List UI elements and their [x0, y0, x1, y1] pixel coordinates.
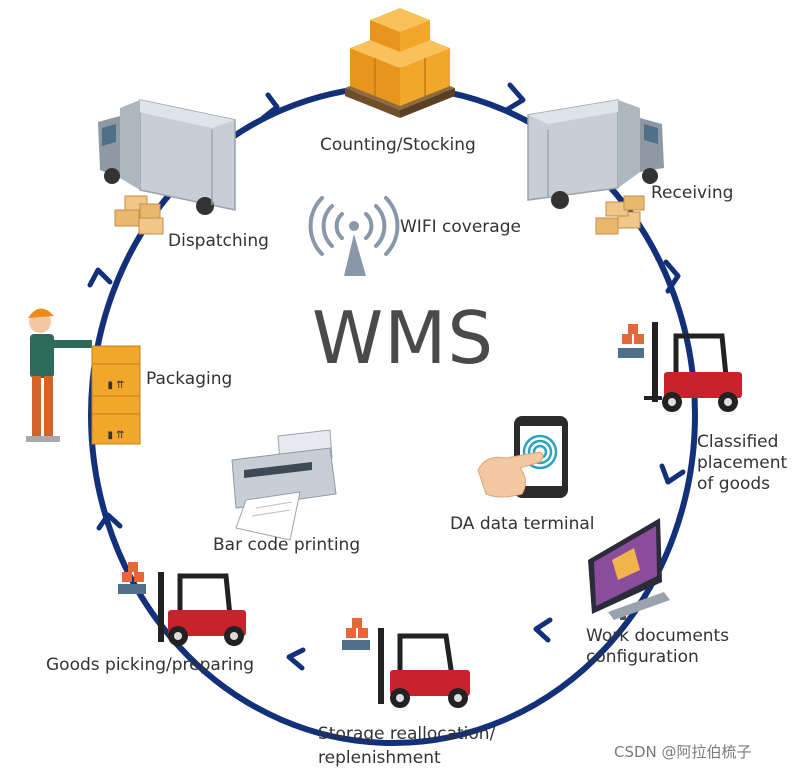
- arrow-icon: [659, 463, 686, 485]
- arrow-icon: [286, 647, 306, 671]
- label-packaging: Packaging: [146, 369, 233, 389]
- arrow-icon: [87, 267, 113, 288]
- truck-icon: [527, 99, 664, 209]
- arrow-icon: [533, 617, 553, 643]
- label-classified-line1: Classified: [697, 432, 779, 452]
- package-box-icon: ▮ ⇈ ▮ ⇈: [91, 345, 141, 445]
- wifi-tower-icon: [308, 196, 400, 276]
- label-dispatching: Dispatching: [168, 231, 269, 251]
- label-work-docs-line2: configuration: [586, 647, 699, 667]
- arrow-icon: [505, 82, 526, 112]
- arrow-icon: [260, 92, 280, 121]
- boxes-icon: [595, 195, 645, 235]
- phone-touch-icon: [477, 416, 568, 498]
- boxes-pallet-icon: [345, 8, 455, 118]
- label-work-docs-line1: Work documents: [586, 626, 730, 646]
- forklift-icon: [618, 322, 742, 412]
- page-title: WMS: [312, 296, 495, 380]
- label-storage-line2: replenishment: [318, 748, 441, 768]
- label-bar-code-printing: Bar code printing: [213, 535, 361, 555]
- label-storage-line1: Storage reallocation/: [318, 724, 496, 744]
- watermark: CSDN @阿拉伯梳子: [614, 743, 752, 761]
- label-goods-picking: Goods picking/preparing: [46, 655, 255, 675]
- label-classified-line2: placement: [697, 453, 788, 473]
- svg-text:▮ ⇈: ▮ ⇈: [107, 430, 124, 441]
- svg-text:▮ ⇈: ▮ ⇈: [107, 380, 124, 391]
- cycle-arrows: [87, 82, 686, 671]
- truck-icon: [98, 99, 236, 215]
- label-counting-stocking: Counting/Stocking: [320, 135, 476, 155]
- worker-icon: [26, 308, 92, 442]
- arrow-icon: [663, 259, 681, 294]
- label-da-terminal: DA data terminal: [450, 514, 595, 534]
- label-wifi-coverage: WIFI coverage: [400, 217, 521, 237]
- printer-icon: [231, 429, 337, 541]
- label-classified-line3: of goods: [697, 474, 771, 494]
- forklift-icon: [342, 618, 470, 708]
- label-receiving: Receiving: [651, 183, 734, 203]
- forklift-icon: [118, 562, 246, 646]
- monitor-icon: [588, 518, 670, 620]
- arrow-icon: [96, 512, 123, 531]
- boxes-icon: [114, 195, 164, 235]
